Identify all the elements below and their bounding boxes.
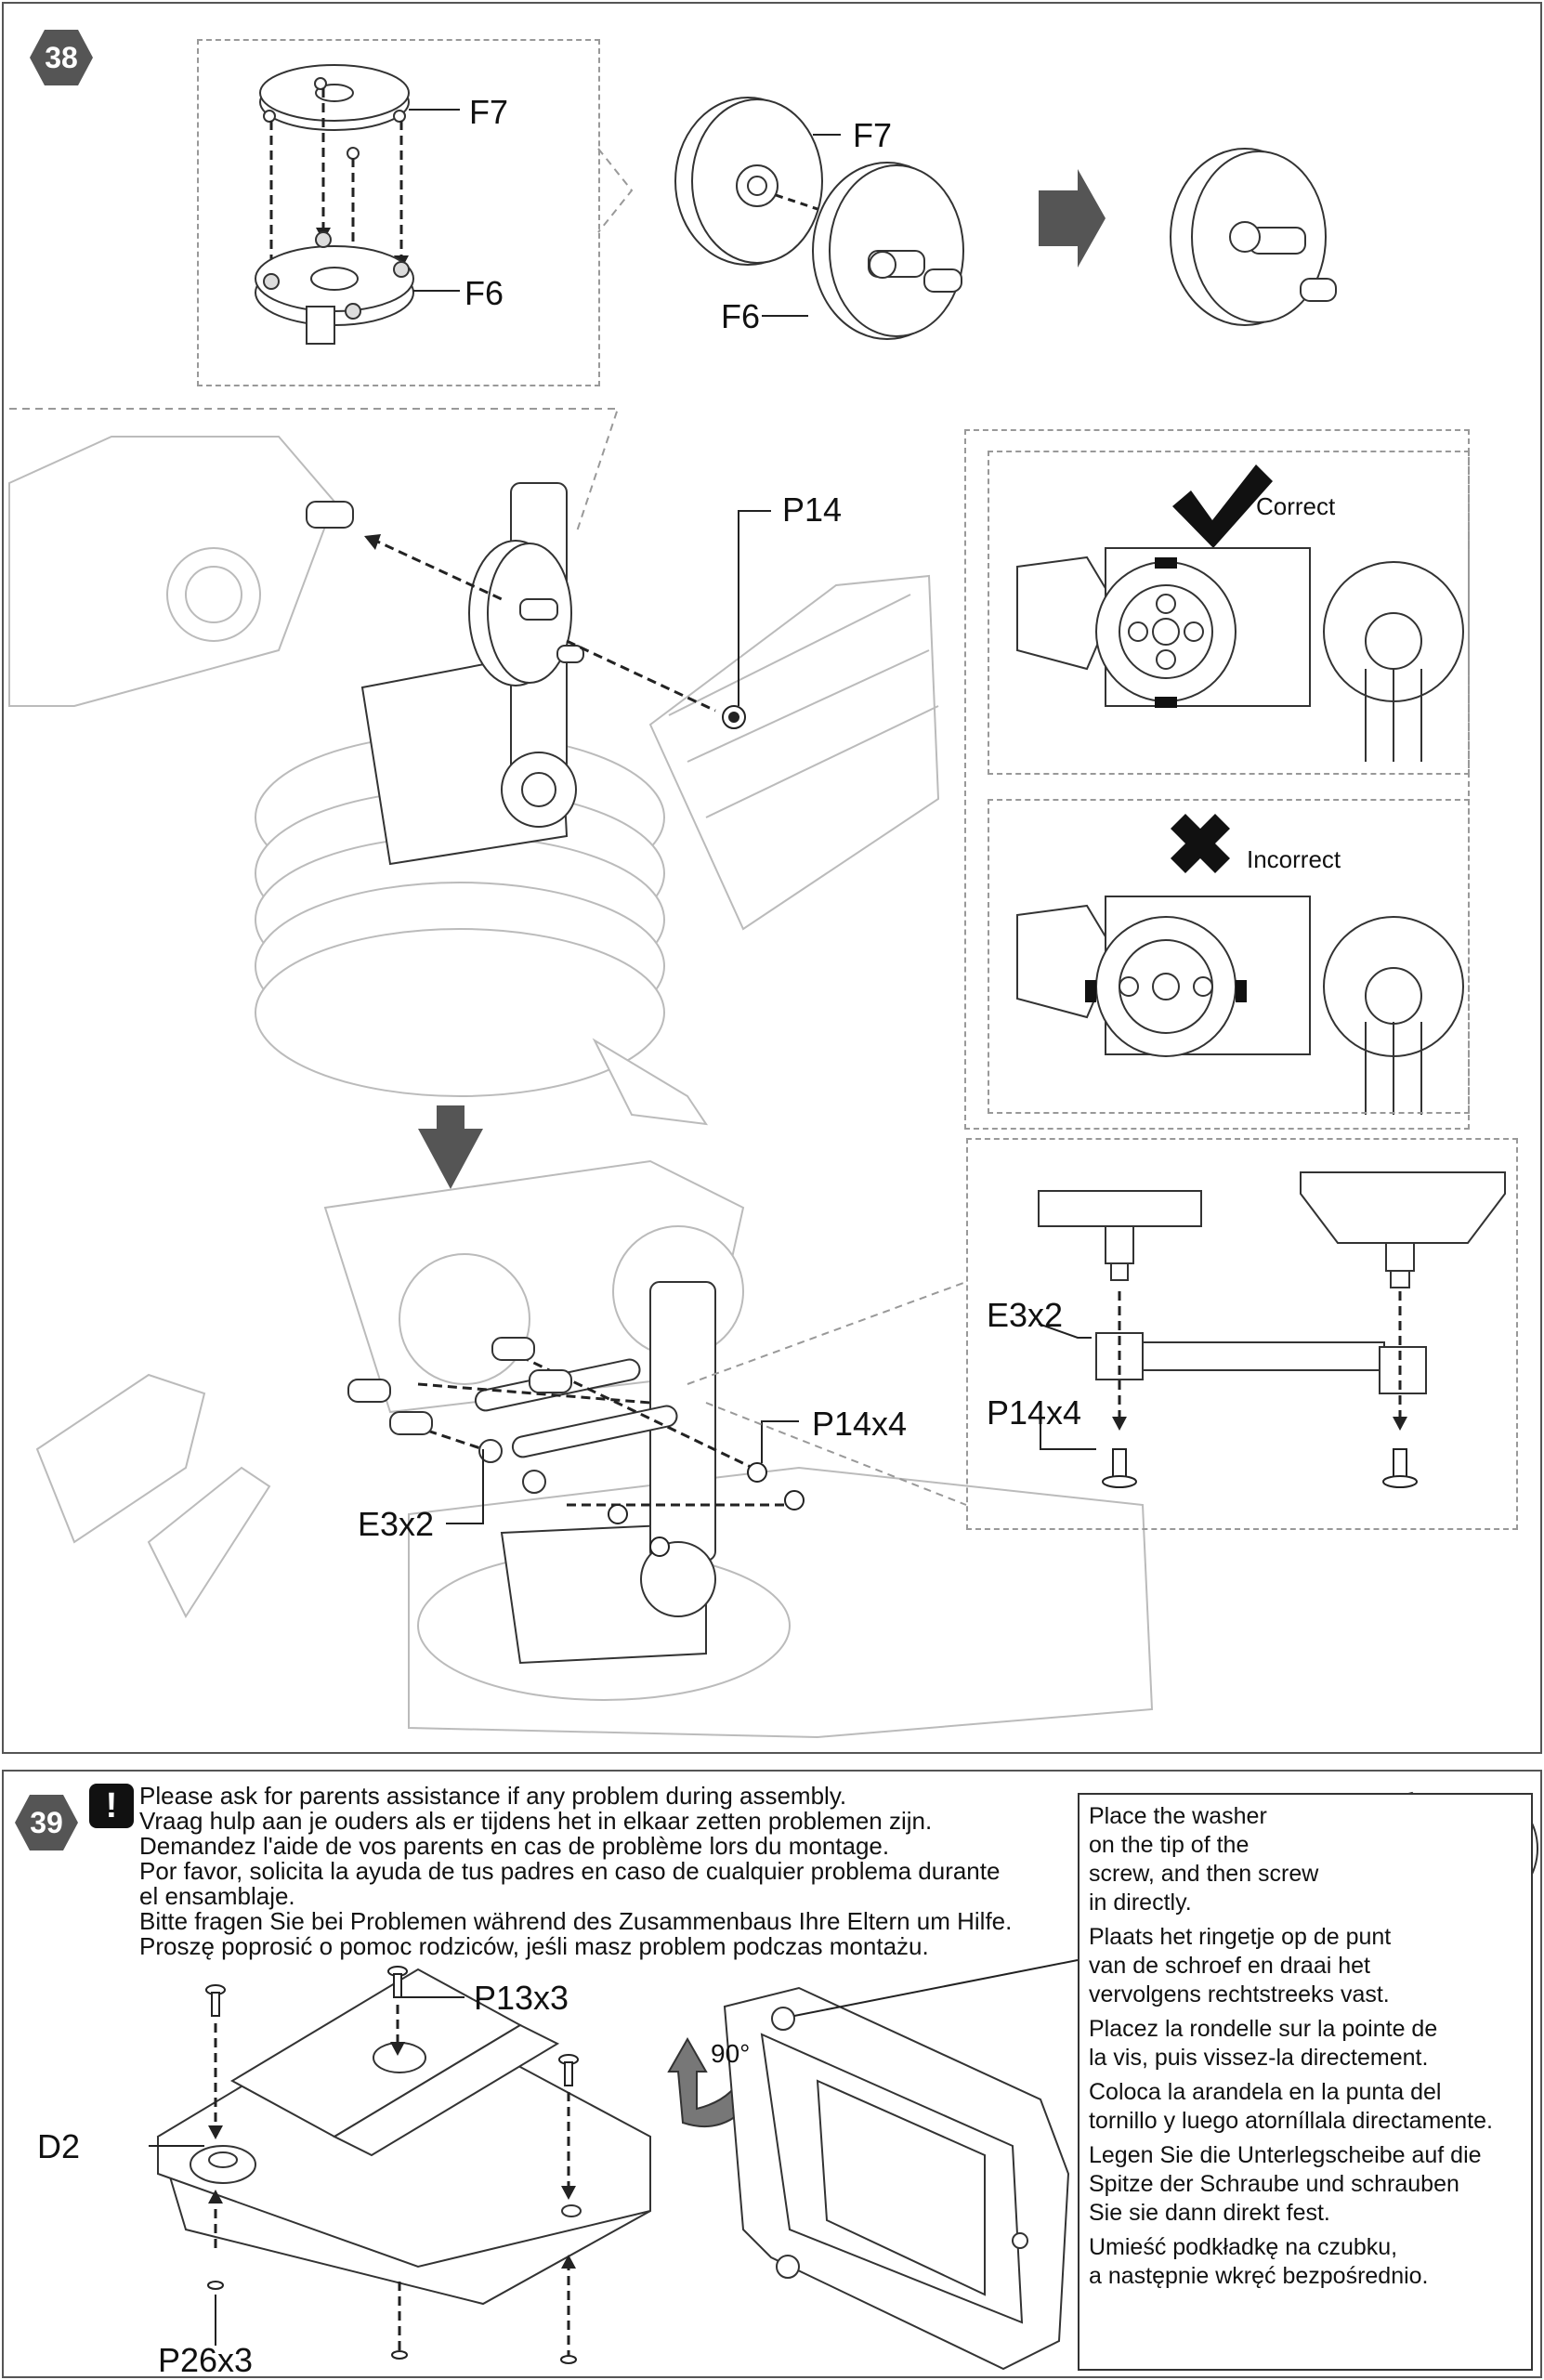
detail-screws — [1102, 1448, 1418, 1488]
label-p13x3: P13x3 — [474, 1979, 569, 2017]
correct-panel — [988, 451, 1470, 775]
instruction-pl: Umieść podkładkę na czubku, a następnie … — [1089, 2234, 1429, 2289]
hexagon-icon — [30, 30, 93, 85]
warning-line: el ensamblaje. — [139, 1882, 295, 1910]
warning-icon-glyph: ! — [105, 1786, 118, 1825]
label-f6-mid: F6 — [721, 297, 761, 335]
label-f7-mid: F7 — [853, 116, 893, 154]
correct-diagram — [1016, 547, 1464, 762]
f6-hub-placing — [468, 540, 584, 687]
step-arrow-down — [418, 1105, 483, 1189]
f7-plate-exploded — [259, 64, 410, 160]
p14-screws-x4 — [608, 1462, 805, 1557]
label-incorrect: Incorrect — [1247, 845, 1341, 873]
step-39-number: 39 — [30, 1806, 63, 1839]
f7-f6-assembly — [674, 97, 964, 340]
parent-assistance-warning: Please ask for parents assistance if any… — [139, 1784, 1068, 1959]
label-d2: D2 — [37, 2127, 81, 2165]
step-38-number: 38 — [45, 41, 78, 74]
label-f6-top: F6 — [465, 274, 504, 312]
washer-instructions-box: Place the washer on the tip of the screw… — [1078, 1793, 1533, 2371]
robot-second-arm — [500, 1281, 716, 1665]
label-p14x4: P14x4 — [812, 1405, 908, 1443]
servo-shafts — [347, 1337, 572, 1435]
warning-line: Proszę poprosić o pomoc rodziców, jeśli … — [139, 1932, 929, 1960]
warning-line: Por favor, solicita la ayuda de tus padr… — [139, 1857, 1001, 1885]
instruction-en: Place the washer on the tip of the screw… — [1089, 1803, 1319, 1916]
incorrect-diagram — [1016, 896, 1464, 1115]
warning-line: Demandez l'aide de vos parents en cas de… — [139, 1832, 890, 1860]
label-correct: Correct — [1256, 492, 1336, 520]
warning-line: Please ask for parents assistance if any… — [139, 1782, 847, 1810]
servo-shaft — [306, 501, 354, 529]
label-p14: P14 — [782, 490, 843, 529]
step-39-badge: 39 — [13, 1793, 80, 1852]
warning-icon: ! — [89, 1784, 134, 1828]
label-detail-e3x2: E3x2 — [987, 1296, 1064, 1334]
f7-f6-assembled — [1170, 148, 1337, 326]
incorrect-x-icon — [1171, 814, 1230, 873]
instruction-nl: Plaats het ringetje op de punt van de sc… — [1089, 1924, 1392, 2007]
e3-detail-box — [966, 1138, 1518, 1530]
correct-box — [964, 429, 1470, 1130]
instruction-de: Legen Sie die Unterlegscheibe auf die Sp… — [1089, 2142, 1482, 2226]
f6-plate-exploded — [255, 231, 414, 345]
instruction-fr: Placez la rondelle sur la pointe de la v… — [1089, 2016, 1438, 2071]
p14-screw — [722, 705, 746, 729]
correct-check-icon — [1172, 464, 1273, 548]
instruction-es: Coloca la arandela en la punta del torni… — [1089, 2079, 1493, 2134]
step-arrow-right — [1039, 169, 1106, 268]
incorrect-panel — [988, 799, 1470, 1114]
label-p26x3: P26x3 — [158, 2341, 254, 2379]
warning-line: Vraag hulp aan je ouders als er tijdens … — [139, 1807, 933, 1835]
e3-detail-diagram — [1038, 1171, 1506, 1394]
label-f7-top: F7 — [469, 93, 509, 131]
label-detail-p14x4: P14x4 — [987, 1393, 1082, 1432]
label-rotation-90: 90° — [711, 2039, 751, 2068]
warning-line: Bitte fragen Sie bei Problemen während d… — [139, 1907, 1013, 1935]
step-38-badge: 38 — [28, 28, 95, 87]
hexagon-icon — [15, 1795, 78, 1850]
label-e3x2: E3x2 — [358, 1505, 435, 1543]
